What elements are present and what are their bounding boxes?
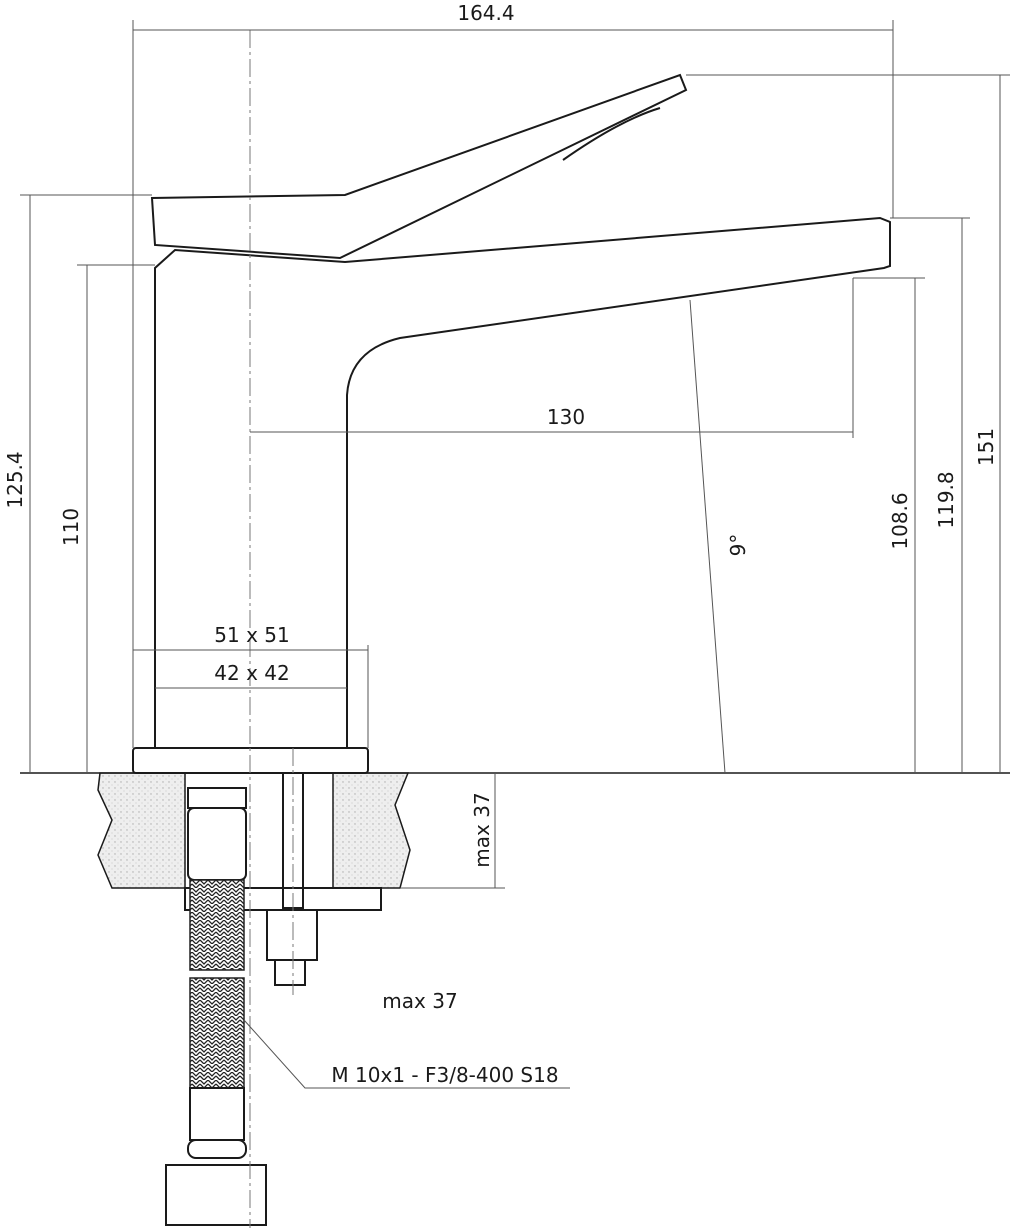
dim-base-inner: 42 x 42 [214,661,289,685]
hose-label: M 10x1 - F3/8-400 S18 [331,1063,558,1087]
dim-overall-width: 164.4 [457,1,514,25]
dimension-lines [20,20,1010,1089]
dim-spout-reach: 130 [547,405,585,429]
countertop [20,772,1010,889]
dim-max-thickness-vertical: max 37 [470,792,494,867]
dim-base-outer: 51 x 51 [214,623,289,647]
dim-spout-angle: 9° [726,534,750,557]
dim-outlet-height: 108.6 [888,492,912,549]
dim-max-thickness-label: max 37 [382,989,457,1013]
dim-handle-height: 125.4 [3,451,27,508]
mounting-hardware [165,772,382,1226]
dim-total-height: 151 [974,428,998,466]
dim-body-height: 110 [59,508,83,546]
dim-spout-height: 119.8 [934,471,958,528]
